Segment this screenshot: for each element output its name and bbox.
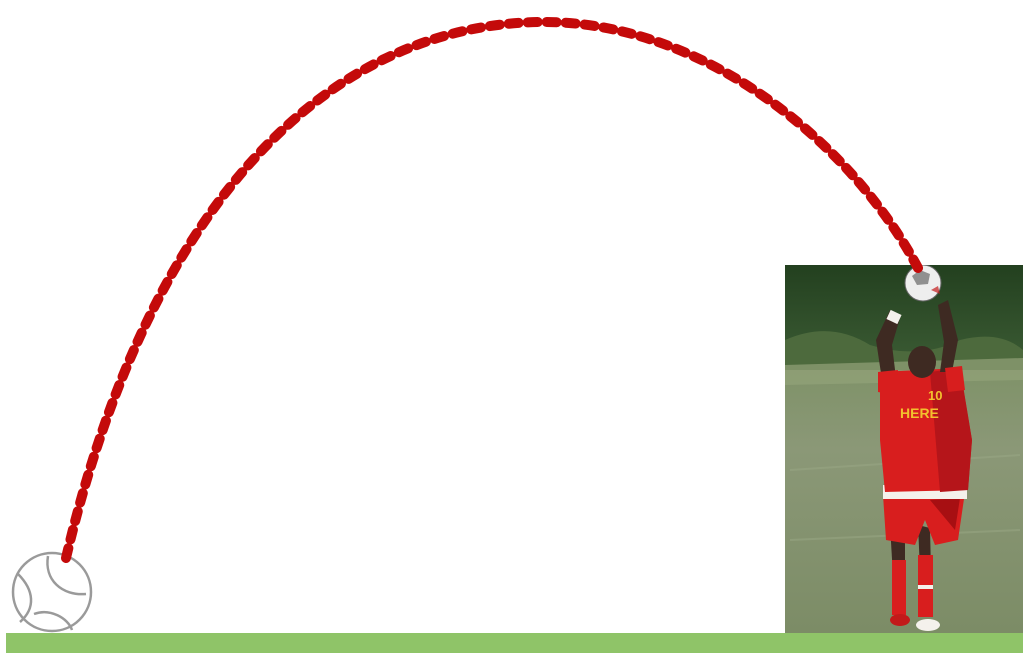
ground-strip [6, 633, 1023, 653]
jersey-number: 10 [928, 388, 942, 403]
soccer-ball-icon [905, 265, 941, 301]
jersey-lettering: HERE [900, 405, 939, 421]
player-photo: HERE 10 [785, 265, 1023, 633]
soccer-ball-outline-icon [13, 553, 91, 631]
